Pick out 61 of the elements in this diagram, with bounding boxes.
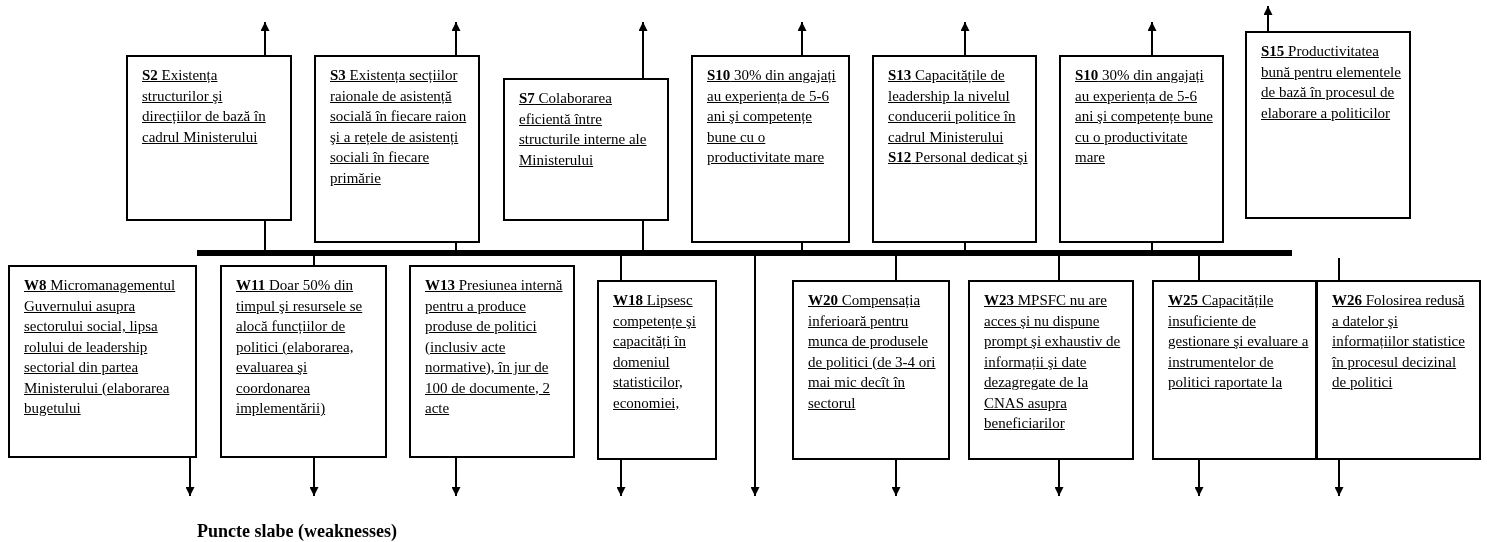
text-box (691, 55, 850, 243)
arrow (638, 21, 648, 79)
text-box (792, 280, 950, 460)
connector-line (1338, 257, 1340, 281)
arrow (309, 457, 319, 497)
box-text: W13 Presiunea internă pentru a produce produse de politici (inclusiv acte normative), în jur de 100 de documente, 2 acte (425, 276, 564, 418)
text-box (872, 55, 1037, 243)
arrow (451, 457, 461, 497)
connector-line (1198, 255, 1200, 281)
text-box (1152, 280, 1317, 460)
box-text: S2 Existența structurilor şi direcțiilor de bază în cadrul Ministerului (142, 66, 267, 147)
arrow (260, 21, 270, 56)
connector-line (1151, 242, 1153, 251)
text-box (503, 78, 669, 221)
box-text: W18 Lipsesc competențe şi capacități în domeniul statisticilor, economiei, (613, 291, 697, 413)
box-text: W8 Micromanagementul Guvernului asupra sectorului social, lipsa rolului de leadership sectorial din partea Ministerului (elaborarea bugetului (24, 276, 177, 418)
box-text: S3 Existența secțiilor raionale de asistență socială în fiecare raion şi a rețele de asistenți sociali în fiecare primărie (330, 66, 468, 188)
arrow (185, 457, 195, 497)
arrow (1334, 459, 1344, 497)
arrow (1147, 21, 1157, 56)
box-text: S10 30% din angajați au experiența de 5-6 ani şi competențe bune cu o productivitate mare (1075, 66, 1214, 167)
box-text: S10 30% din angajați au experiența de 5-6 ani şi competențe bune cu o productivitate mare (707, 66, 837, 167)
arrow (451, 21, 461, 56)
box-text: S13 Capacitățile de leadership la nivelul conducerii politice în cadrul Ministerului (888, 66, 1017, 147)
text-box (968, 280, 1134, 460)
box-text: W23 MPSFC nu are acces şi nu dispune prompt şi exhaustiv de informații şi date dezagregate de la CNAS asupra beneficiarilor (984, 291, 1122, 433)
connector-line (264, 220, 266, 251)
section-heading: Puncte slabe (weaknesses) (197, 521, 397, 541)
text-box (314, 55, 480, 243)
arrow (1263, 5, 1273, 32)
box-text: W25 Capacitățile insuficiente de gestionare şi evaluare a instrumentelor de politici raportate la (1168, 291, 1309, 392)
box-text: W11 Doar 50% din timpul şi resursele se alocă funcțiilor de politici (elaborarea, evaluarea şi coordonarea implementării) (236, 276, 364, 418)
text-box (1245, 31, 1411, 219)
arrow (797, 21, 807, 56)
connector-line (964, 242, 966, 251)
arrow (960, 21, 970, 56)
arrow (750, 255, 760, 497)
text-box (409, 265, 575, 458)
arrow (891, 459, 901, 497)
text-box (1059, 55, 1224, 243)
connector-line (801, 242, 803, 251)
arrow (616, 459, 626, 497)
box-text: S7 Colaborarea eficientă între structurile interne ale Ministerului (519, 89, 648, 170)
horizontal-bar (197, 250, 1292, 256)
text-box (8, 265, 197, 458)
connector-line (455, 242, 457, 251)
arrow (1194, 459, 1204, 497)
connector-line (642, 220, 644, 251)
text-box (220, 265, 387, 458)
box-text: W26 Folosirea redusă a datelor şi informațiilor statistice în procesul decizinal de politici (1332, 291, 1466, 392)
box-text: S12 Personal dedicat şi (888, 148, 1029, 167)
arrow (1054, 459, 1064, 497)
connector-line (313, 255, 315, 266)
connector-line (895, 255, 897, 281)
text-box (597, 280, 717, 460)
text-box (1316, 280, 1481, 460)
text-box (126, 55, 292, 221)
connector-line (1058, 255, 1060, 281)
connector-line (620, 255, 622, 281)
box-text: S15 Productivitatea bună pentru elementele de bază în procesul de elaborare a politicilor (1261, 42, 1402, 123)
box-text: W20 Compensația inferioară pentru munca de produsele de politici (de 3-4 ori mai mic decît în sectorul (808, 291, 937, 413)
